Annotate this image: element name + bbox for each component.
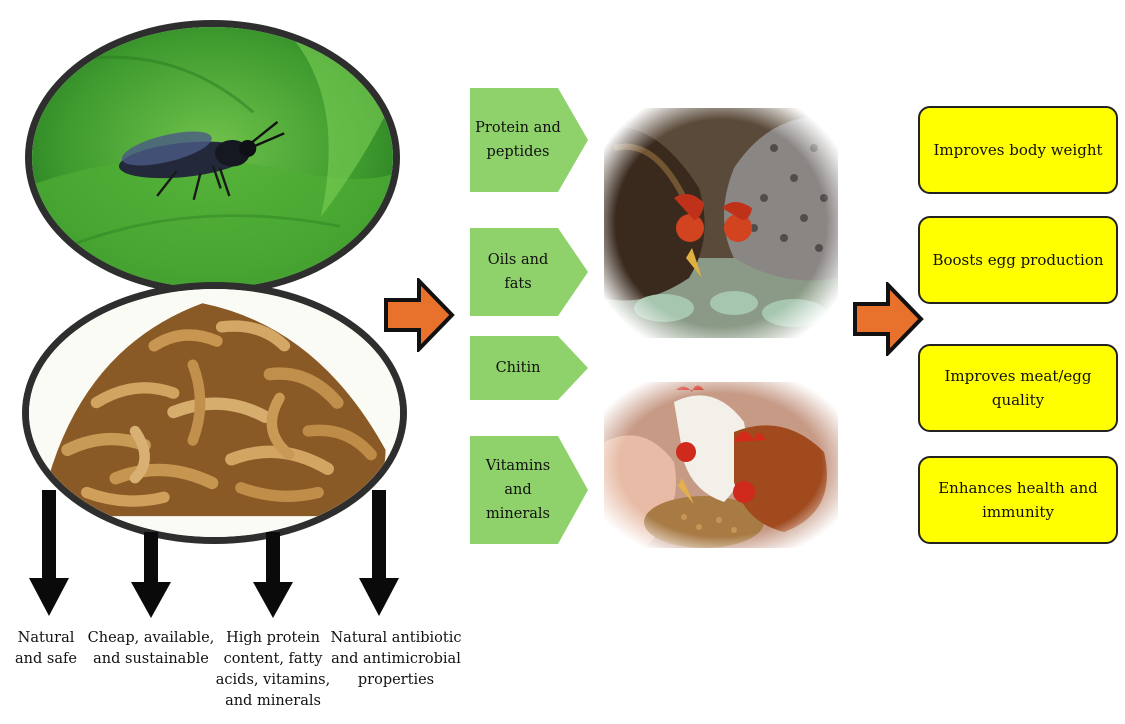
black-soldier-fly-image	[32, 27, 393, 288]
larvae-pile-image	[29, 289, 400, 537]
chickens-eating-image	[604, 382, 838, 548]
right-arrow-1	[383, 278, 455, 352]
component-label: Vitamins and minerals	[474, 436, 562, 544]
component-protein: Protein and peptides	[470, 88, 590, 192]
down-arrow-2	[131, 532, 171, 618]
outcome-health-immunity: Enhances health and immunity	[918, 456, 1118, 544]
benefit-label: High protein content, fatty acids, vitam…	[214, 628, 332, 712]
benefit-label: Natural and safe	[4, 628, 88, 670]
outcome-body-weight: Improves body weight	[918, 106, 1118, 194]
component-label: Protein and peptides	[474, 88, 562, 192]
fly-oval	[25, 20, 400, 295]
benefit-label: Cheap, available, and sustainable	[86, 628, 216, 670]
outcome-egg-production: Boosts egg production	[918, 216, 1118, 304]
right-arrow-2	[852, 282, 924, 356]
down-arrow-4	[359, 490, 399, 616]
component-oils: Oils and fats	[470, 228, 590, 316]
component-label: Chitin	[474, 336, 562, 400]
component-vitamins: Vitamins and minerals	[470, 436, 590, 544]
larvae-oval	[22, 282, 407, 544]
component-chitin: Chitin	[470, 336, 590, 400]
down-arrow-1	[29, 490, 69, 616]
component-label: Oils and fats	[474, 228, 562, 316]
hens-pecking-image	[604, 108, 838, 338]
benefit-label: Natural antibiotic and antimicrobial pro…	[326, 628, 466, 691]
down-arrow-3	[253, 532, 293, 618]
outcome-meat-egg-quality: Improves meat/egg quality	[918, 344, 1118, 432]
